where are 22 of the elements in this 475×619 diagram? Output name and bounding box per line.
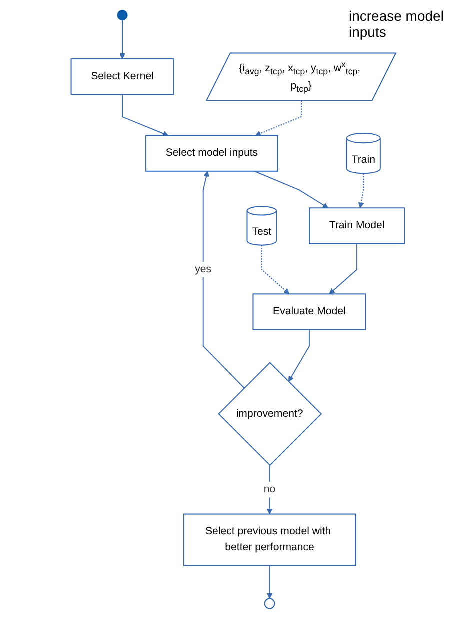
node-circle bbox=[116, 10, 128, 21]
node-box: Select previous model with better performance bbox=[183, 514, 356, 566]
edge-label: no bbox=[264, 484, 276, 496]
arrow bbox=[260, 244, 290, 294]
arrow bbox=[288, 329, 310, 382]
node-circle bbox=[264, 598, 275, 610]
arrow bbox=[202, 171, 244, 389]
arrow bbox=[266, 464, 272, 515]
node-diamond: improvement? bbox=[218, 362, 322, 466]
arrow bbox=[119, 20, 125, 60]
arrow bbox=[254, 100, 302, 136]
arrow bbox=[328, 243, 358, 294]
arrow bbox=[266, 565, 272, 600]
node-box: Train Model bbox=[308, 208, 405, 244]
arrow bbox=[254, 170, 328, 208]
arrow bbox=[122, 94, 168, 136]
note: increase model inputs bbox=[349, 8, 445, 40]
arrow bbox=[358, 173, 364, 208]
node-box: Evaluate Model bbox=[252, 294, 366, 330]
node-box: Select Kernel bbox=[70, 58, 174, 96]
node-box: Select model inputs bbox=[145, 135, 278, 172]
edge-label: yes bbox=[194, 264, 212, 276]
